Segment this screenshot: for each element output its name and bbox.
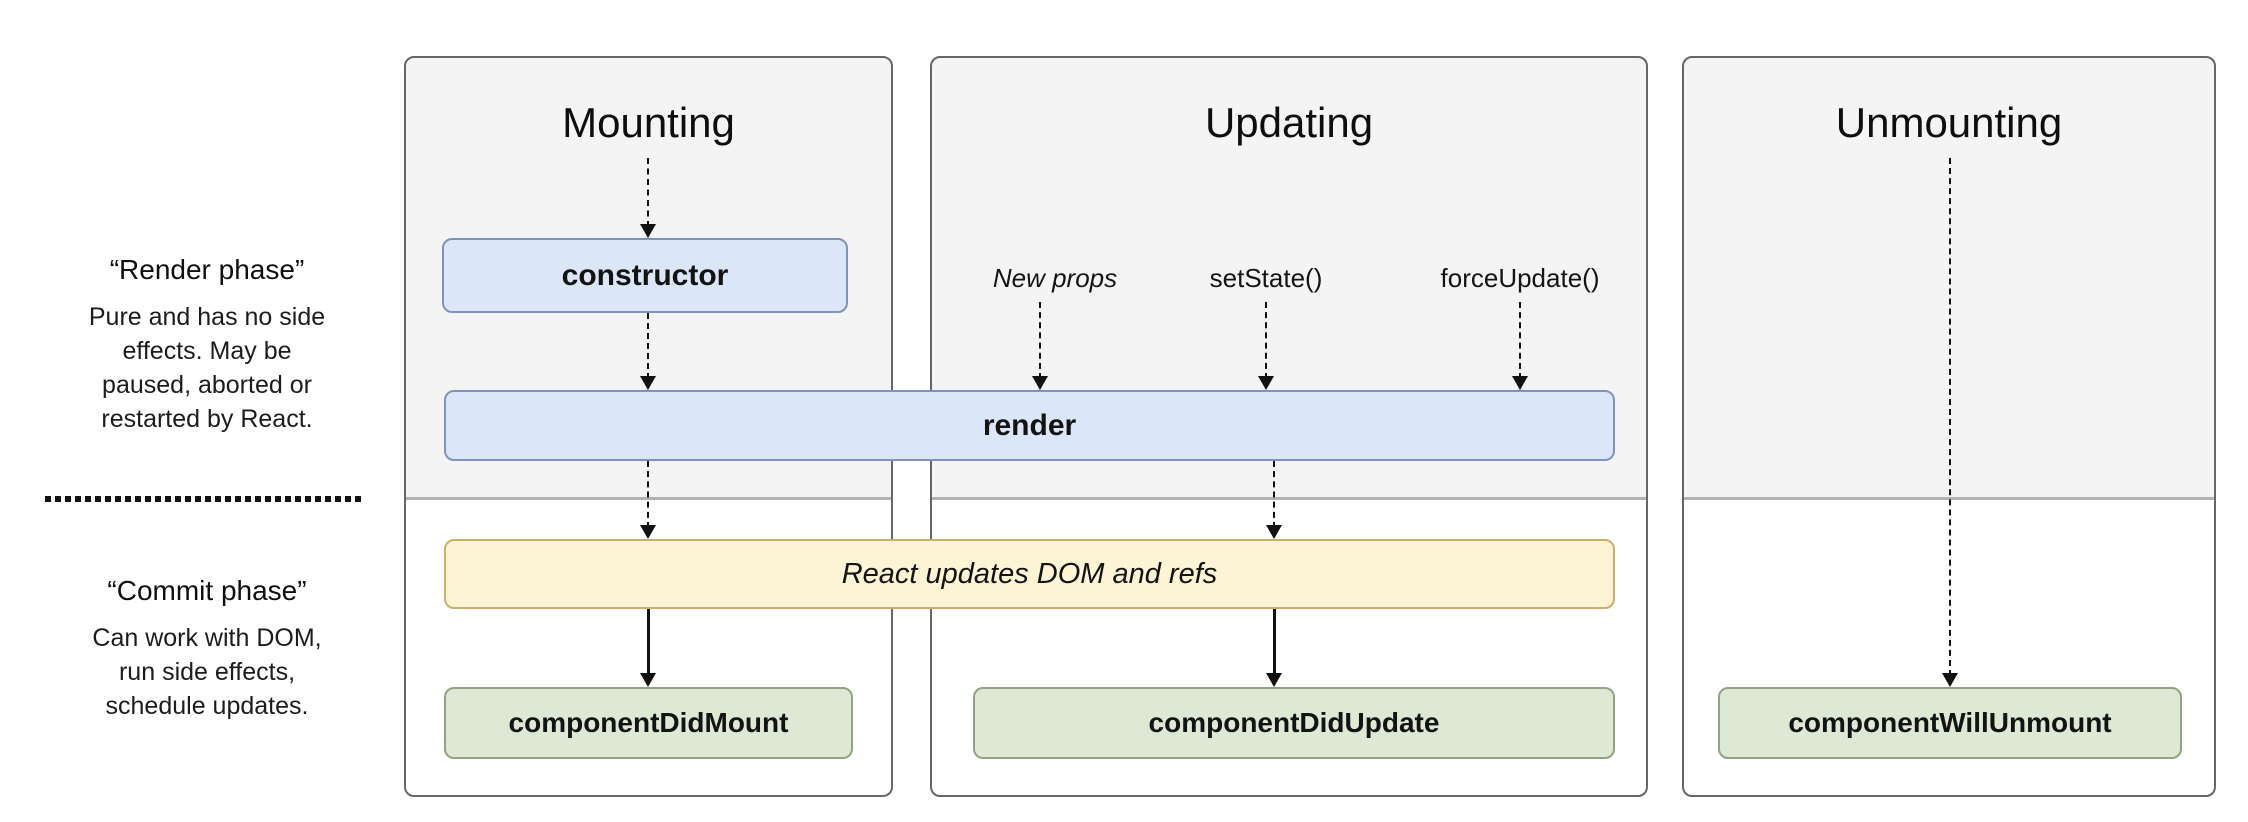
render-phase-description: Pure and has no side effects. May be pau…: [88, 303, 326, 433]
react-updates-dom-box: React updates DOM and refs: [444, 539, 1615, 609]
component-did-mount-box: componentDidMount: [444, 687, 853, 759]
trigger-new-props: New props: [992, 263, 1118, 293]
column-title-mounting: Mounting: [562, 99, 735, 146]
trigger-force-update: forceUpdate(): [1440, 263, 1600, 293]
arrow-render-to-dom-update-mounting: [638, 461, 658, 539]
column-title-updating: Updating: [1204, 99, 1374, 146]
arrow-unmounting-to-component-will-unmount: [1940, 158, 1960, 687]
arrow-force-update-to-render: [1510, 302, 1530, 390]
arrow-new-props-to-render: [1030, 302, 1050, 390]
arrow-set-state-to-render: [1256, 302, 1276, 390]
phase-separator-dotted-line: [45, 496, 365, 502]
component-will-unmount-box: componentWillUnmount: [1718, 687, 2182, 759]
arrow-render-to-dom-update-updating: [1264, 461, 1284, 539]
trigger-set-state: setState(): [1209, 263, 1323, 293]
arrow-constructor-to-render: [638, 313, 658, 390]
commit-phase-description: Can work with DOM, run side effects, sch…: [92, 624, 322, 720]
render-phase-title: “Render phase”: [109, 254, 305, 285]
updating-phase-divider: [932, 497, 1646, 500]
arrow-dom-update-to-component-did-update: [1264, 609, 1284, 687]
constructor-box: constructor: [442, 238, 848, 313]
render-box: render: [444, 390, 1615, 461]
arrow-dom-update-to-component-did-mount: [638, 609, 658, 687]
arrow-mounting-to-constructor: [638, 158, 658, 238]
commit-phase-title: “Commit phase”: [107, 575, 307, 606]
component-did-update-box: componentDidUpdate: [973, 687, 1615, 759]
column-title-unmounting: Unmounting: [1835, 99, 2063, 146]
